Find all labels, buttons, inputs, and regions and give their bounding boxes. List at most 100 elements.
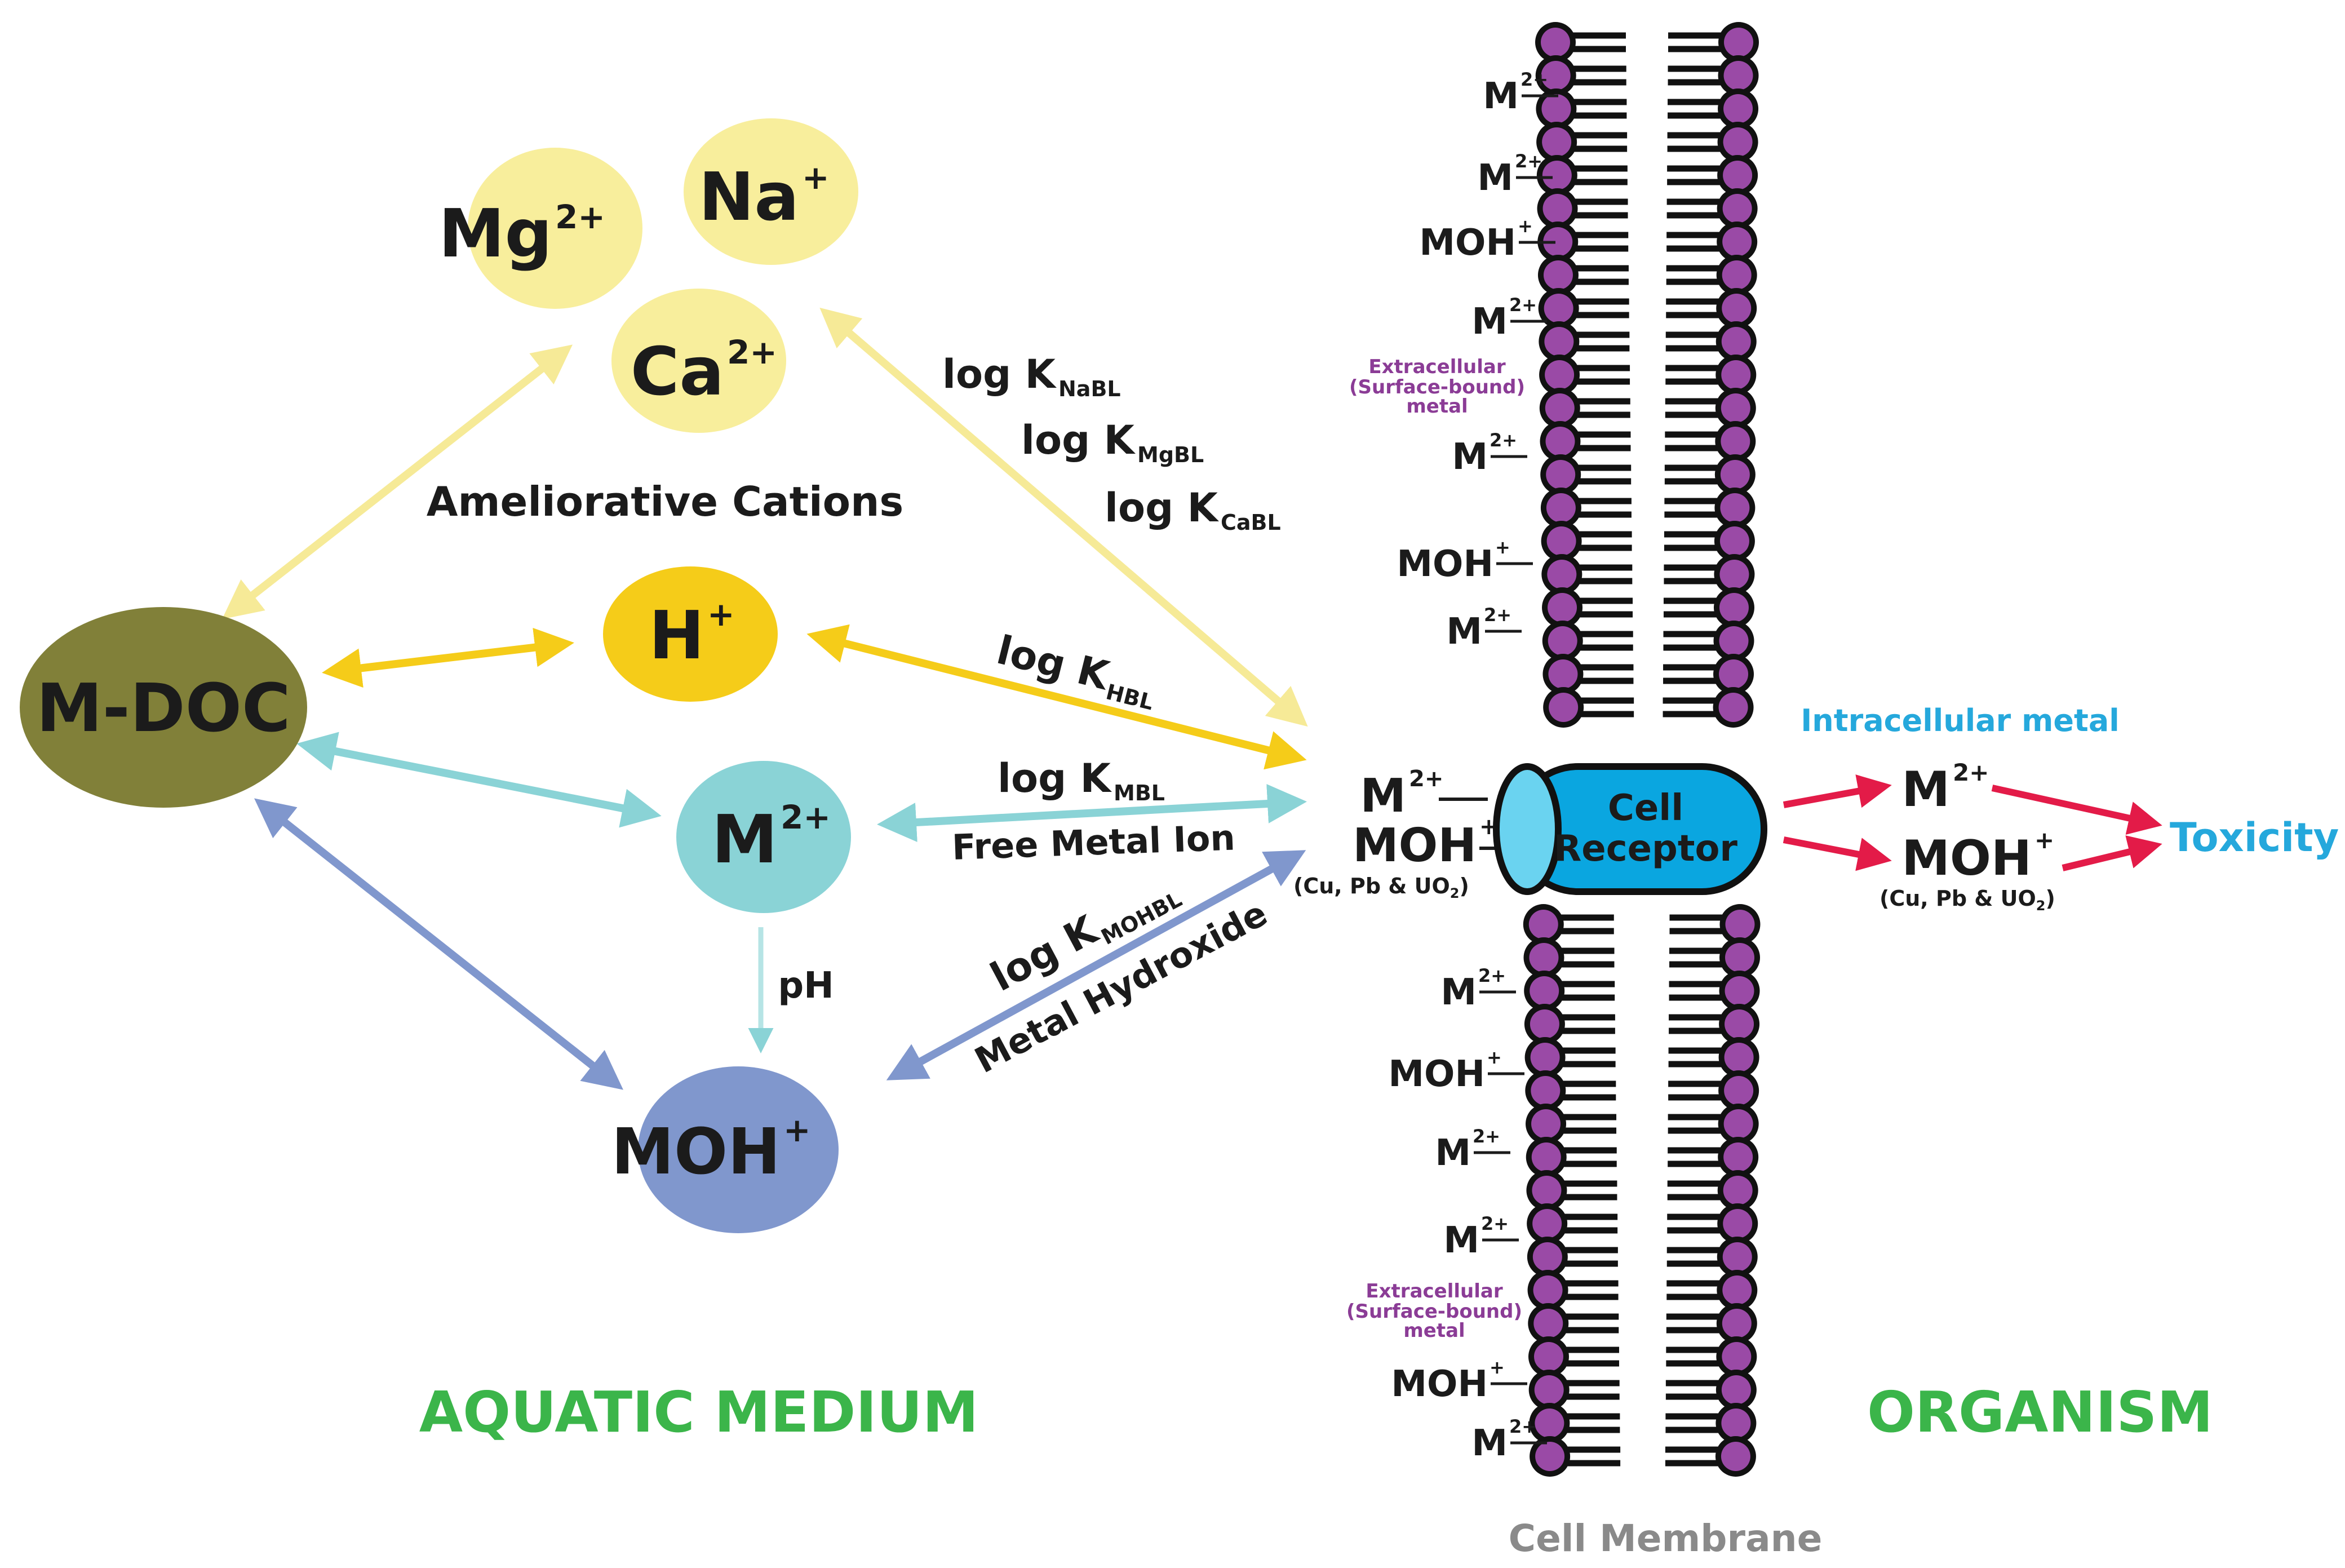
lipid-head [1719, 560, 1749, 589]
lipid-head [1545, 360, 1575, 389]
arrows-layer [221, 307, 1308, 1090]
lipid-head [1530, 1043, 1560, 1072]
svg-text:M: M [1901, 761, 1950, 818]
mg-label: Mg [438, 194, 552, 272]
lipid-head [1718, 693, 1748, 722]
intracellular-metal-label: Intracellular metal [1801, 703, 2120, 738]
lipid-head [1719, 659, 1749, 689]
membrane-metal-label: M [1435, 1132, 1471, 1174]
lipid-head [1531, 1142, 1561, 1172]
organism-title: ORGANISM [1867, 1379, 2213, 1445]
arrow-m-receptor [877, 784, 1307, 842]
mdoc-node: M-DOC [20, 607, 307, 808]
moh-node: MOH + [611, 1066, 839, 1233]
cell-receptor-label-2: Receptor [1554, 828, 1737, 870]
membrane-metal-label: M [1452, 436, 1488, 478]
h-node: H + [603, 566, 778, 702]
svg-text:+: + [2034, 826, 2054, 854]
logk-mg-label: log K MgBL [1021, 417, 1204, 467]
lipid-head [1723, 1109, 1753, 1139]
cell-receptor-label-1: Cell [1608, 787, 1683, 829]
membrane-metal-charge: 2+ [1490, 429, 1517, 451]
lipid-head [1529, 943, 1559, 972]
h-label: H [649, 596, 704, 674]
lipid-head [1724, 1076, 1754, 1105]
lipid-head [1724, 28, 1753, 57]
lipid-head [1541, 28, 1570, 57]
svg-text:metal: metal [1403, 1319, 1465, 1342]
mg-charge: 2+ [555, 198, 605, 236]
lipid-head [1531, 1076, 1561, 1105]
lipid-head [1533, 1309, 1563, 1338]
lipid-head [1721, 360, 1751, 389]
lipid-head [1541, 94, 1571, 123]
ph-label: pH [778, 965, 834, 1007]
lipid-head [1722, 1242, 1752, 1272]
membrane-metal-label: M [1446, 611, 1482, 653]
lipid-head [1546, 526, 1576, 556]
lipid-head [1722, 1309, 1752, 1338]
svg-text:Extracellular: Extracellular [1366, 1280, 1502, 1303]
membrane-metal-label: MOH [1391, 1363, 1488, 1405]
membrane-metal-label: MOH [1397, 543, 1493, 585]
moh-label: MOH [611, 1115, 781, 1189]
arrow-moh-receptor [886, 850, 1306, 1080]
lipid-head [1719, 626, 1749, 655]
ameliorative-cations-label: Ameliorative Cations [427, 478, 904, 525]
mg-node: Mg 2+ [438, 148, 642, 309]
svg-text:log K: log K [1105, 485, 1220, 531]
svg-text:(Surface-bound): (Surface-bound) [1346, 1300, 1522, 1323]
intracellular-species-note: (Cu, Pb & UO2) [1879, 886, 2055, 914]
lipid-head [1723, 1176, 1753, 1205]
lipid-head [1723, 1142, 1753, 1172]
lipid-head [1543, 227, 1573, 256]
lipid-head [1543, 260, 1573, 290]
membrane-metal-charge: + [1495, 537, 1510, 558]
ca-node: Ca 2+ [611, 289, 786, 433]
mdoc-label: M-DOC [36, 669, 290, 747]
lipid-head [1725, 976, 1754, 1006]
lipid-head [1722, 227, 1752, 256]
lipid-head [1723, 161, 1753, 190]
m-node: M 2+ [676, 761, 851, 913]
na-label: Na [699, 158, 799, 236]
logk-m-label: log K MBL [998, 755, 1165, 805]
free-metal-ion-label: Free Metal Ion [951, 817, 1236, 867]
arrow-mdoc-cations [221, 344, 573, 619]
lipid-head [1532, 1209, 1562, 1238]
cell-receptor: Cell Receptor [1493, 763, 1767, 895]
m-charge: 2+ [781, 798, 831, 836]
svg-text:metal: metal [1406, 395, 1468, 418]
membrane-metal-label: M [1471, 1423, 1508, 1464]
membrane-metal-charge: + [1518, 215, 1533, 237]
ca-label: Ca [631, 333, 724, 410]
lipid-head [1721, 1408, 1751, 1438]
lipid-head [1721, 393, 1750, 423]
h-charge: + [707, 595, 735, 634]
intracellular-moh: MOH + (Cu, Pb & UO2) [1879, 826, 2055, 914]
extracellular-label-top: Extracellular (Surface-bound) metal [1349, 356, 1525, 418]
aquatic-medium-title: AQUATIC MEDIUM [419, 1379, 979, 1445]
lipid-head [1533, 1275, 1563, 1305]
cell-membrane-title: Cell Membrane [1509, 1517, 1823, 1560]
membrane-metal-label: MOH [1388, 1053, 1485, 1095]
extracellular-label-bottom: Extracellular (Surface-bound) metal [1346, 1280, 1522, 1342]
logk-na-label: log K NaBL [942, 351, 1121, 401]
intracellular-m: M 2+ [1901, 759, 1989, 818]
lipid-head [1719, 593, 1749, 622]
lipid-head [1530, 976, 1559, 1006]
membrane-metal-charge: + [1487, 1047, 1502, 1068]
lipid-head [1725, 910, 1755, 939]
svg-text:NaBL: NaBL [1058, 377, 1121, 401]
lipid-head [1721, 427, 1750, 456]
arrow-mdoc-m [296, 732, 662, 828]
receptor-metal-labels: M 2+ MOH + (Cu, Pb & UO2) [1293, 766, 1499, 901]
moh-charge: + [783, 1111, 811, 1149]
membrane-metal-charge: 2+ [1515, 150, 1542, 172]
lipid-head [1544, 327, 1574, 356]
lipid-head [1548, 593, 1577, 622]
svg-text:Extracellular: Extracellular [1368, 356, 1505, 378]
membrane-metal-charge: 2+ [1481, 1213, 1509, 1234]
lipid-head [1546, 460, 1576, 489]
svg-text:2+: 2+ [1953, 759, 1989, 786]
